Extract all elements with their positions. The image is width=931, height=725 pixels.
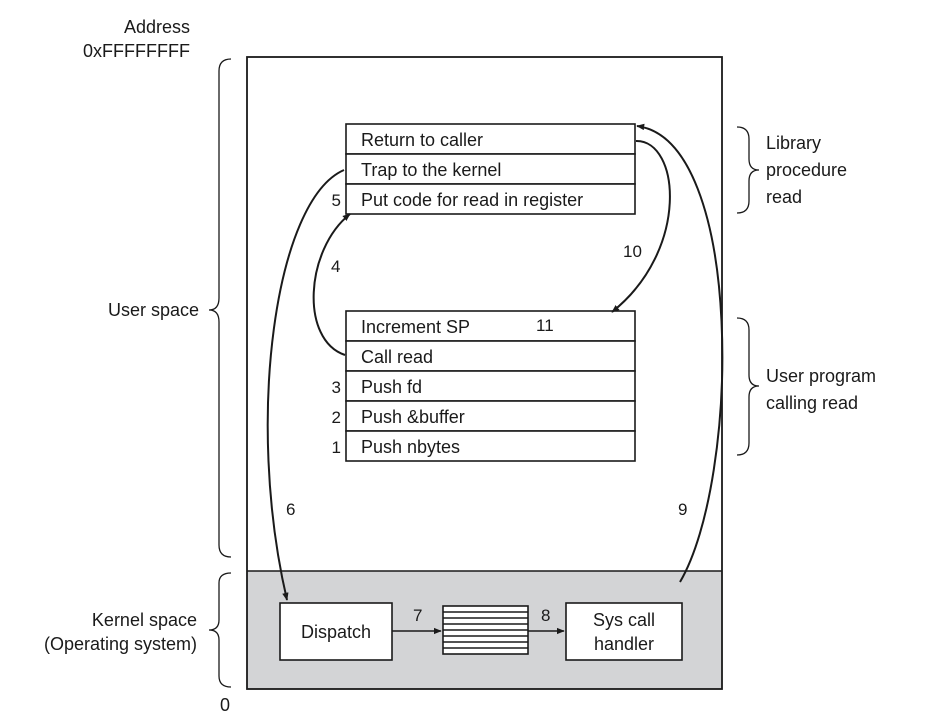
user-row-label: Push nbytes xyxy=(361,437,460,457)
step-10-arrow xyxy=(611,139,671,313)
step-number-7: 7 xyxy=(413,606,422,625)
step-9-arrow xyxy=(636,123,724,583)
user-program-block: Increment SP Call read Push fd Push &buf… xyxy=(345,310,636,462)
library-row-label: Return to caller xyxy=(361,130,483,150)
user-row-increment xyxy=(345,310,636,342)
address-label: Address xyxy=(124,17,190,37)
user-program-label: calling read xyxy=(766,393,858,413)
library-procedure-label: read xyxy=(766,187,802,207)
user-program-brace xyxy=(736,317,760,456)
sys-call-handler-label: handler xyxy=(594,634,654,654)
user-row-label: Push fd xyxy=(361,377,422,397)
step-4-arrow xyxy=(312,213,351,356)
dispatch-label: Dispatch xyxy=(301,622,371,642)
library-procedure-label: Library xyxy=(766,133,821,153)
dispatch-table xyxy=(442,605,529,655)
user-row-push-buffer xyxy=(345,400,636,432)
step-number-1: 1 xyxy=(332,438,341,457)
library-row-label: Trap to the kernel xyxy=(361,160,501,180)
step-number-10: 10 xyxy=(623,242,642,261)
address-max-label: 0xFFFFFFFF xyxy=(83,41,190,61)
user-row-push-nbytes xyxy=(345,430,636,462)
step-number-5: 5 xyxy=(332,191,341,210)
dispatch-box xyxy=(279,602,393,661)
step-number-4: 4 xyxy=(331,257,340,276)
library-row-return xyxy=(345,123,636,155)
step-number-2: 2 xyxy=(332,408,341,427)
step-number-3: 3 xyxy=(332,378,341,397)
step-number-8: 8 xyxy=(541,606,550,625)
library-row-put-code xyxy=(345,183,636,215)
library-procedure-label: procedure xyxy=(766,160,847,180)
step-number-6: 6 xyxy=(286,500,295,519)
kernel-space-sublabel: (Operating system) xyxy=(44,634,197,654)
user-row-call xyxy=(345,340,636,372)
library-procedure-block: Return to caller Trap to the kernel Put … xyxy=(345,123,636,215)
user-space-brace xyxy=(208,58,232,558)
user-row-label: Increment SP xyxy=(361,317,470,337)
step-number-9: 9 xyxy=(678,500,687,519)
step-number-11: 11 xyxy=(536,316,554,335)
user-space-label: User space xyxy=(108,300,199,320)
library-row-label: Put code for read in register xyxy=(361,190,583,210)
sys-call-handler-label: Sys call xyxy=(593,610,655,630)
sys-call-handler-box xyxy=(565,602,683,661)
library-procedure-brace xyxy=(736,126,760,214)
user-row-push-fd xyxy=(345,370,636,402)
user-row-label: Call read xyxy=(361,347,433,367)
user-row-label: Push &buffer xyxy=(361,407,465,427)
user-program-label: User program xyxy=(766,366,876,386)
address-zero-label: 0 xyxy=(220,695,230,715)
kernel-space-brace xyxy=(208,572,232,688)
kernel-space-label: Kernel space xyxy=(92,610,197,630)
step-6-arrow xyxy=(266,169,345,601)
